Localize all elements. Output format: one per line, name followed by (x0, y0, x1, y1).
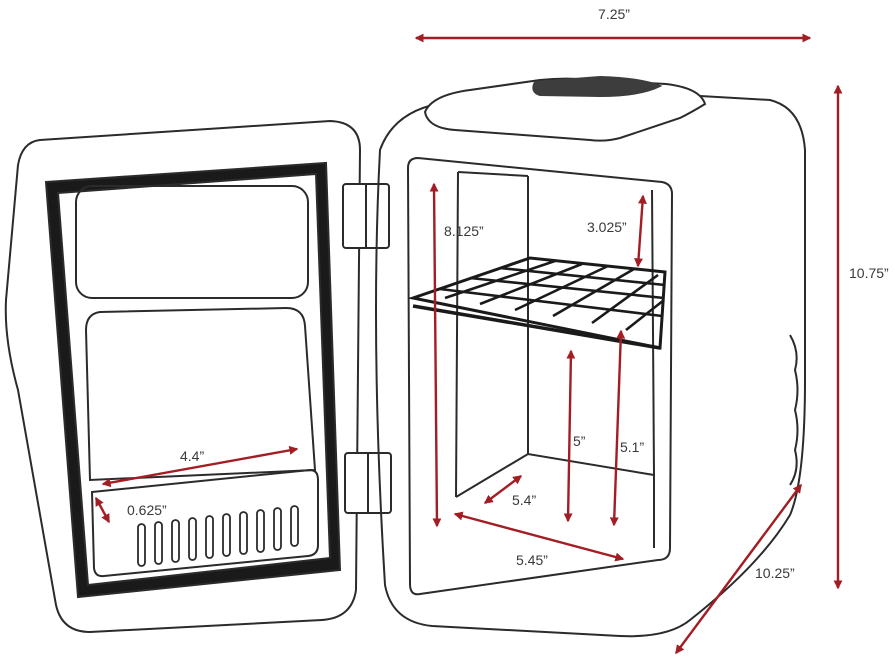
overall-depth-label: 10.25” (755, 565, 795, 581)
dimension-labels: 7.25” 10.75” 10.25” 8.125” 3.025” 5” 5.1… (127, 6, 889, 581)
door-bin-vents (137, 505, 299, 567)
back-edge-left (455, 171, 459, 498)
interior-frame (406, 156, 674, 596)
interior-depth-arrow (483, 475, 523, 504)
interior-depth-label: 5.4” (512, 492, 536, 508)
door-bin-depth-arrow (94, 496, 111, 524)
lower-height-back-arrow (609, 329, 626, 527)
upper-clearance-arrow (634, 194, 647, 268)
lower-height-front-label: 5” (573, 433, 586, 449)
upper-clearance-label: 3.025” (587, 219, 627, 235)
door-outline (4, 119, 362, 634)
door-bin (90, 468, 319, 578)
door-gasket (44, 161, 342, 599)
overall-depth-arrow (675, 483, 802, 655)
overall-height-label: 10.75” (849, 265, 889, 281)
fridge-body (375, 75, 806, 638)
interior-height-label: 8.125” (444, 223, 484, 239)
hinges (342, 183, 392, 514)
lower-height-back-label: 5.1” (620, 439, 644, 455)
body-outline (375, 95, 806, 638)
back-wall-top (457, 171, 529, 177)
handle-display (532, 75, 663, 98)
door-bin-width-arrow (101, 445, 299, 488)
door-bin-width-label: 4.4” (180, 448, 204, 464)
interior-width-arrow (453, 511, 625, 562)
overall-width-label: 7.25” (598, 6, 630, 22)
dimension-arrows (94, 33, 843, 655)
wire-shelf (407, 256, 667, 350)
interior-height-arrow (429, 182, 442, 528)
side-vent-bump (789, 334, 799, 486)
door-upper-panel (75, 185, 309, 299)
lower-height-front-arrow (563, 349, 576, 523)
door-lower-panel (84, 306, 317, 482)
door-bin-depth-label: 0.625” (127, 502, 167, 518)
interior-width-label: 5.45” (516, 552, 548, 568)
inner-back-right (651, 189, 655, 476)
door (4, 119, 362, 634)
